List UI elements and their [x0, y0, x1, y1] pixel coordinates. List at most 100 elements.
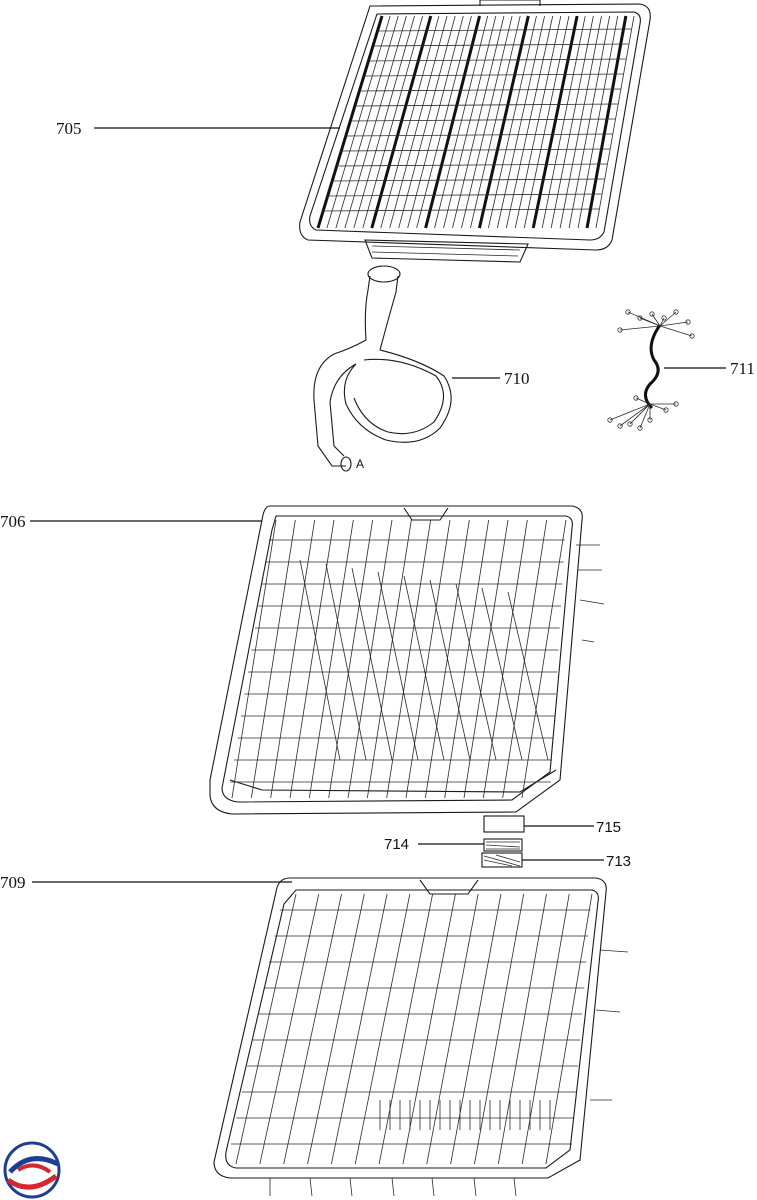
wire-segment	[474, 893, 525, 1165]
upper-basket-706	[209, 505, 605, 815]
wire-segment	[377, 28, 632, 32]
wire-segment	[444, 519, 490, 799]
wire-segment	[299, 559, 341, 761]
wire-segment	[351, 567, 393, 761]
harness-connector	[661, 315, 667, 321]
wire-segment	[372, 43, 629, 47]
wire-segment	[649, 403, 667, 411]
wire-segment	[380, 15, 440, 229]
wire-segment	[359, 88, 621, 92]
harness-connector	[625, 309, 631, 315]
wire-segment	[585, 15, 628, 229]
callout-705: 705	[56, 119, 82, 138]
wire-segment	[323, 208, 600, 212]
wire-segment	[328, 519, 374, 799]
wire-segment	[545, 893, 593, 1165]
callout-713: 713	[606, 853, 631, 870]
wire-segment	[452, 15, 505, 229]
harness-connector	[649, 311, 655, 317]
harness-connector	[637, 315, 643, 321]
wire-segment	[426, 893, 479, 1165]
wire-segment	[377, 571, 419, 761]
tray-slats	[316, 15, 635, 229]
cutlery-tray-705	[299, 0, 651, 263]
wire-segment	[231, 519, 277, 799]
wire-segment	[416, 15, 472, 229]
lower-basket-grid	[231, 893, 593, 1165]
wire-segment	[521, 519, 567, 799]
wire-segment	[327, 193, 602, 197]
callout-714: 714	[384, 836, 409, 853]
wire-segment	[429, 579, 471, 761]
wire-segment	[407, 15, 464, 229]
lower-basket-709	[213, 877, 629, 1197]
wire-segment	[389, 15, 448, 229]
pad-714	[483, 838, 523, 852]
wire-segment	[250, 519, 296, 799]
wire-segment	[368, 58, 626, 62]
wire-segment	[366, 519, 412, 799]
brand-logo	[3, 1141, 61, 1199]
harness-connector	[647, 417, 653, 423]
wire-segment	[550, 15, 594, 229]
wire-segment	[541, 15, 586, 229]
wire-segment	[455, 583, 497, 761]
wire-harness-711	[607, 309, 695, 431]
wire-segment	[354, 893, 411, 1165]
wire-segment	[481, 587, 523, 761]
wire-segment	[497, 893, 547, 1165]
wire-segment	[505, 15, 554, 229]
wire-segment	[559, 15, 602, 229]
wire-segment	[659, 311, 677, 327]
wire-segment	[283, 893, 342, 1165]
wire-segment	[568, 15, 611, 229]
wire-segment	[496, 15, 545, 229]
wire-segment	[470, 15, 521, 229]
wire-segment	[463, 519, 509, 799]
wire-segment	[443, 15, 497, 229]
wire-segment	[619, 403, 651, 427]
wire-segment	[330, 893, 388, 1165]
wire-segment	[307, 893, 365, 1165]
wire-segment	[595, 15, 635, 229]
wire-segment	[461, 15, 513, 229]
wire-segment	[259, 893, 320, 1165]
wire-segment	[477, 15, 530, 229]
wire-segment	[353, 15, 415, 229]
wire-segment	[347, 519, 393, 799]
wire-segment	[370, 15, 433, 229]
pad-713	[481, 852, 523, 868]
callout-715: 715	[596, 819, 621, 836]
wire-segment	[386, 519, 432, 799]
upper-basket-grid	[230, 519, 567, 799]
wire-segment	[405, 519, 451, 799]
wire-segment	[577, 15, 619, 229]
harness-connector	[633, 395, 639, 401]
wire-segment	[398, 15, 456, 229]
wire-segment	[363, 73, 624, 77]
wire-segment	[325, 563, 367, 761]
wire-segment	[639, 317, 661, 327]
wire-segment	[308, 519, 354, 799]
wire-segment	[270, 519, 316, 799]
wire-segment	[659, 325, 693, 337]
wire-segment	[341, 148, 610, 152]
harness-connector	[673, 309, 679, 315]
hose-end-label: A	[356, 457, 364, 471]
harness-connector	[673, 401, 679, 407]
harness-connector	[637, 425, 643, 431]
wire-segment	[316, 15, 384, 229]
wire-segment	[336, 163, 608, 167]
wire-segment	[521, 893, 570, 1165]
wire-segment	[629, 403, 651, 425]
water-hose-710	[313, 265, 452, 472]
callout-706: 706	[0, 512, 26, 531]
wire-segment	[507, 591, 549, 761]
wire-segment	[235, 893, 297, 1165]
wire-segment	[345, 133, 613, 137]
wire-segment	[514, 15, 562, 229]
wire-segment	[350, 118, 616, 122]
callout-710: 710	[504, 369, 530, 388]
callout-711: 711	[730, 359, 755, 378]
